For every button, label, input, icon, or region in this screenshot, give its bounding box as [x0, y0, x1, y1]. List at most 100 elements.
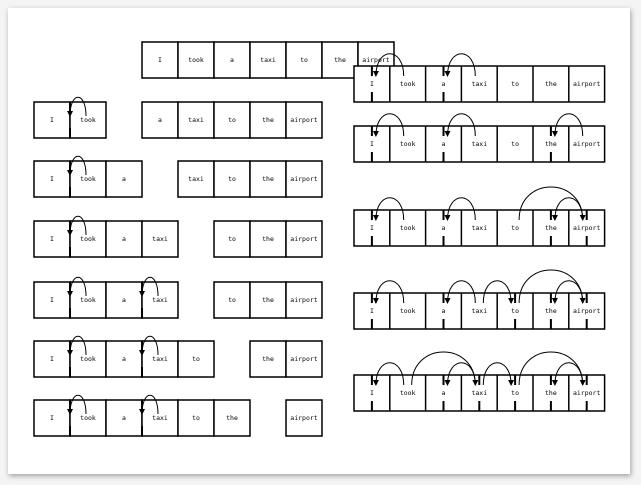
arc-to-to-airport-arrowhead — [579, 298, 586, 304]
word-cell-airport — [285, 160, 323, 198]
arc-took-to-taxi — [411, 351, 476, 386]
word-cell-taxi — [141, 220, 179, 258]
word-label: I — [50, 414, 54, 422]
word-cell-to — [177, 399, 215, 437]
word-label: taxi — [260, 56, 276, 64]
word-label: the — [545, 140, 557, 148]
word-cell-a — [141, 101, 179, 139]
word-label: took — [400, 140, 416, 148]
arc-to-to-airport-arrowhead — [579, 215, 586, 221]
word-label: airport — [573, 80, 600, 88]
arc-airport-to-the-arrowhead — [551, 131, 558, 137]
word-label: airport — [290, 235, 317, 243]
word-label: took — [80, 355, 96, 363]
word-label: I — [158, 56, 162, 64]
arc-taxi-to-a-arrowhead — [139, 409, 145, 415]
arc-taxi-to-a-arrowhead — [444, 380, 451, 386]
word-label: airport — [290, 355, 317, 363]
word-label: took — [400, 80, 416, 88]
word-label: the — [334, 56, 346, 64]
arc-took-to-i — [375, 197, 405, 221]
word-label: taxi — [471, 389, 487, 397]
word-cell-the — [249, 101, 287, 139]
word-label: the — [545, 307, 557, 315]
word-label: I — [370, 80, 374, 88]
word-label: airport — [290, 116, 317, 124]
word-label: airport — [573, 389, 600, 397]
arc-to-to-airport — [518, 351, 584, 386]
word-label: a — [158, 116, 162, 124]
arc-took-to-i — [375, 362, 405, 386]
word-label: taxi — [471, 224, 487, 232]
word-label: airport — [573, 307, 600, 315]
word-cell-a — [105, 281, 143, 319]
word-label: the — [262, 296, 274, 304]
word-label: a — [442, 140, 446, 148]
arc-taxi-to-to — [482, 362, 512, 386]
arc-took-to-i-arrowhead — [372, 71, 379, 77]
word-label: to — [511, 389, 519, 397]
word-label: took — [80, 235, 96, 243]
word-label: a — [122, 414, 126, 422]
arc-taxi-to-to — [482, 280, 512, 304]
word-label: airport — [290, 175, 317, 183]
arc-to-to-airport — [518, 269, 584, 304]
word-label: I — [370, 224, 374, 232]
word-cell-i — [33, 340, 71, 378]
word-label: a — [122, 355, 126, 363]
arc-taxi-to-to-arrowhead — [508, 380, 515, 386]
arc-took-to-i — [375, 280, 405, 304]
word-cell-i — [33, 281, 71, 319]
word-cell-a — [213, 41, 251, 79]
word-label: I — [50, 175, 54, 183]
word-cell-took — [69, 340, 107, 378]
word-label: the — [262, 175, 274, 183]
arc-took-to-i-arrowhead — [372, 215, 379, 221]
word-cell-taxi — [141, 281, 179, 319]
word-cell-i — [33, 220, 71, 258]
word-cell-the — [213, 399, 251, 437]
word-cell-the — [249, 220, 287, 258]
word-label: I — [50, 116, 54, 124]
word-cell-to — [285, 41, 323, 79]
word-label: taxi — [471, 80, 487, 88]
arc-took-to-taxi-arrowhead — [472, 380, 479, 386]
word-label: taxi — [152, 296, 168, 304]
arc-took-to-i-arrowhead — [372, 298, 379, 304]
word-label: a — [442, 389, 446, 397]
word-label: the — [262, 235, 274, 243]
word-cell-took — [177, 41, 215, 79]
arc-took-to-i-arrowhead — [67, 230, 73, 236]
arc-taxi-to-a-arrowhead — [444, 71, 451, 77]
sentence-box — [353, 65, 606, 103]
arc-taxi-to-a — [447, 280, 476, 304]
word-label: airport — [290, 414, 317, 422]
word-cell-to — [177, 340, 215, 378]
arc-to-to-airport-arrowhead — [579, 380, 586, 386]
arc-took-to-i-arrowhead — [372, 380, 379, 386]
word-label: a — [230, 56, 234, 64]
arc-taxi-to-a — [447, 53, 476, 77]
arc-taxi-to-a-arrowhead — [139, 350, 145, 356]
word-label: I — [50, 296, 54, 304]
word-label: I — [370, 307, 374, 315]
word-label: airport — [573, 224, 600, 232]
word-cell-a — [105, 220, 143, 258]
arc-took-to-i-arrowhead — [67, 170, 73, 176]
word-label: to — [192, 414, 200, 422]
arc-taxi-to-a-arrowhead — [444, 215, 451, 221]
word-label: I — [50, 355, 54, 363]
word-cell-taxi — [141, 340, 179, 378]
word-cell-to — [213, 101, 251, 139]
word-label: to — [228, 175, 236, 183]
arc-airport-to-the-arrowhead — [551, 215, 558, 221]
word-label: to — [228, 116, 236, 124]
word-label: the — [262, 355, 274, 363]
word-label: to — [511, 307, 519, 315]
sentence-box — [353, 125, 606, 163]
arc-took-to-i-arrowhead — [67, 291, 73, 297]
arc-airport-to-the-arrowhead — [551, 380, 558, 386]
word-label: to — [511, 80, 519, 88]
word-label: I — [370, 389, 374, 397]
